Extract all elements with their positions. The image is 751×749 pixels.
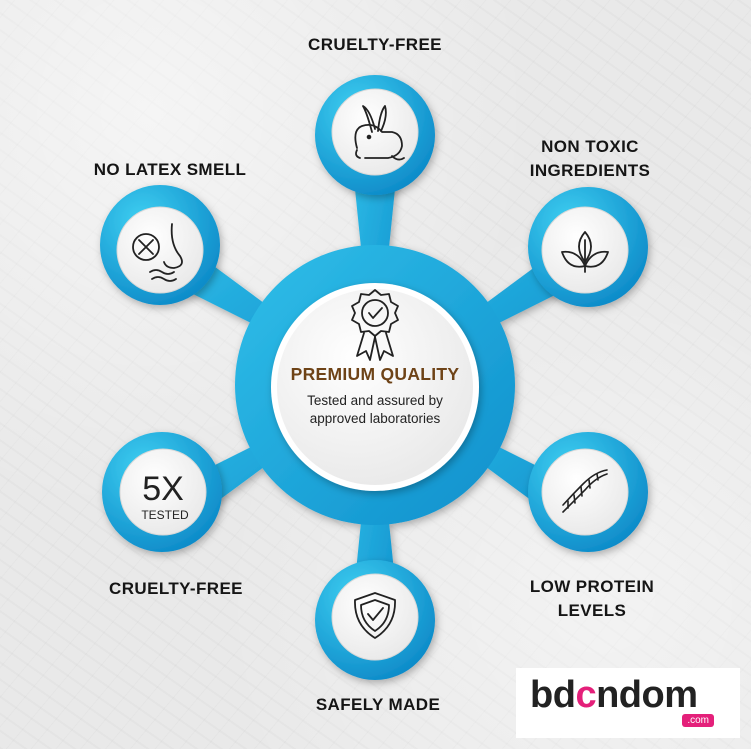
shield-check-icon — [354, 592, 396, 639]
5x-tested-icon: 5X TESTED — [141, 470, 189, 522]
label-lower-right: LOW PROTEIN LEVELS — [529, 577, 655, 620]
label-bottom: SAFELY MADE — [315, 695, 441, 714]
brand-wordmark: bdcndom — [530, 674, 698, 717]
icon-text-big: 5X — [142, 470, 184, 508]
center-hub — [271, 283, 479, 491]
no-smell-nose-icon — [132, 223, 183, 282]
center-subtitle: Tested and assured by approved laborator… — [307, 393, 443, 426]
icon-text-small: TESTED — [141, 508, 189, 522]
brand-logo: bdcndom .com — [516, 668, 740, 738]
node-top — [315, 75, 435, 195]
label-lower-left: CRUELTY-FREE — [109, 579, 243, 598]
brand-name-part3: ndom — [596, 674, 698, 716]
brand-domain-badge: .com — [682, 714, 714, 727]
leaf-icon — [561, 231, 609, 273]
node-upper-right — [528, 187, 648, 307]
center-title: PREMIUM QUALITY — [290, 364, 460, 384]
dna-icon — [562, 469, 608, 513]
brand-name-part2: c — [575, 674, 597, 716]
node-bottom — [315, 560, 435, 680]
brand-name-part1: bd — [530, 674, 576, 716]
node-lower-right — [528, 432, 648, 552]
award-ribbon-check-icon — [351, 289, 399, 361]
node-lower-left — [102, 432, 222, 552]
label-upper-left: NO LATEX SMELL — [93, 160, 247, 179]
node-upper-left — [100, 185, 220, 305]
rabbit-icon — [354, 105, 405, 161]
label-upper-right: NON TOXIC INGREDIENTS — [529, 137, 651, 180]
label-top: CRUELTY-FREE — [308, 35, 442, 54]
